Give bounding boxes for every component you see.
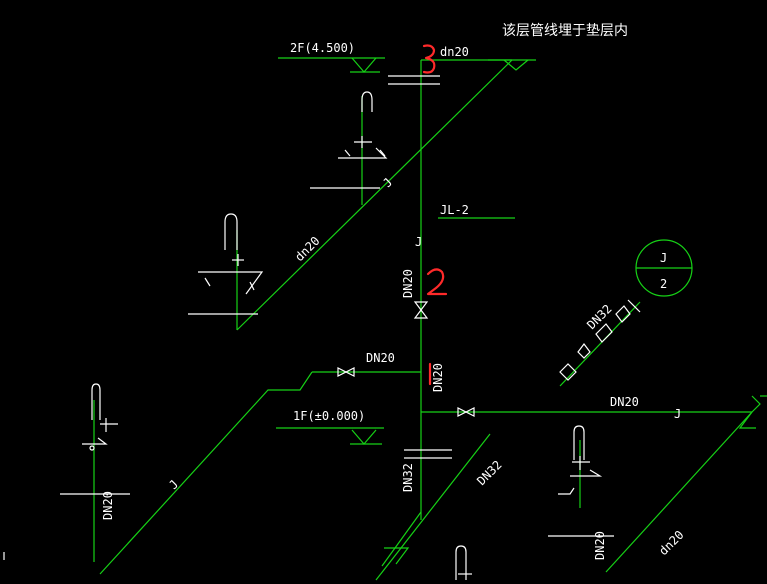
riser-dn20-label-lower: DN20: [431, 363, 445, 392]
marker-bottom-label: 2: [660, 277, 667, 291]
branch-1f-right-j-mark: J: [674, 407, 681, 421]
level-1f: 1F(±0.000): [276, 409, 384, 445]
annotation-1-text: 1: [0, 0, 8, 4]
fixture-2f-lower: [188, 213, 264, 330]
fixture-2f-upper: [310, 91, 388, 205]
level-1f-label: 1F(±0.000): [293, 409, 365, 423]
branch-dn32-upper: DN32: [559, 299, 641, 387]
annotation-2-text: 2: [0, 0, 8, 4]
branch-1f-j-mark: J: [166, 477, 181, 492]
riser-dn32-label: DN32: [401, 463, 415, 492]
level-2f-label: 2F(4.500): [290, 41, 355, 55]
top-note-label: 该层管线埋于垫层内: [502, 23, 628, 39]
fixture-1f-left-dn20-label: DN20: [101, 491, 115, 520]
riser-jl-2: JL-2 J DN20 DN20 DN32: [388, 60, 515, 520]
branch-dn32-lower: DN32: [375, 433, 505, 581]
branch-dn32-label: DN32: [474, 458, 504, 488]
annotation-1: 1: [0, 0, 432, 386]
annotation-3: 3: [0, 0, 436, 74]
fixture-bottom-stub: [3, 545, 472, 580]
fixture-1f-right-dn20-label: DN20: [593, 531, 607, 560]
branch-2f-dn20-label: dn20: [292, 234, 322, 264]
branch-1f-right-dn20-label: DN20: [610, 395, 639, 409]
branch-1f-right-dn20-lower: dn20: [656, 528, 686, 558]
level-2f: 2F(4.500): [278, 41, 385, 73]
riser-label: JL-2: [440, 203, 469, 217]
branch-1f-dn20-label: DN20: [366, 351, 395, 365]
riser-j-mark: J: [415, 235, 422, 249]
fixture-1f-left: DN20: [60, 383, 130, 562]
annotation-2: 2: [0, 0, 448, 296]
annotation-3-text: 3: [0, 0, 8, 4]
top-dn20-label: dn20: [440, 45, 469, 59]
branch-2f: dn20 J: [236, 59, 513, 331]
marker-top-label: J: [660, 251, 667, 265]
branch-1f-left: DN20 J: [99, 351, 421, 575]
branch-dn32-upper-label: DN32: [584, 302, 614, 332]
section-marker: J 2: [635, 239, 693, 297]
riser-valve: [413, 301, 429, 319]
riser-dn20-label: DN20: [401, 269, 415, 298]
fixture-1f-right: DN20: [548, 425, 614, 560]
